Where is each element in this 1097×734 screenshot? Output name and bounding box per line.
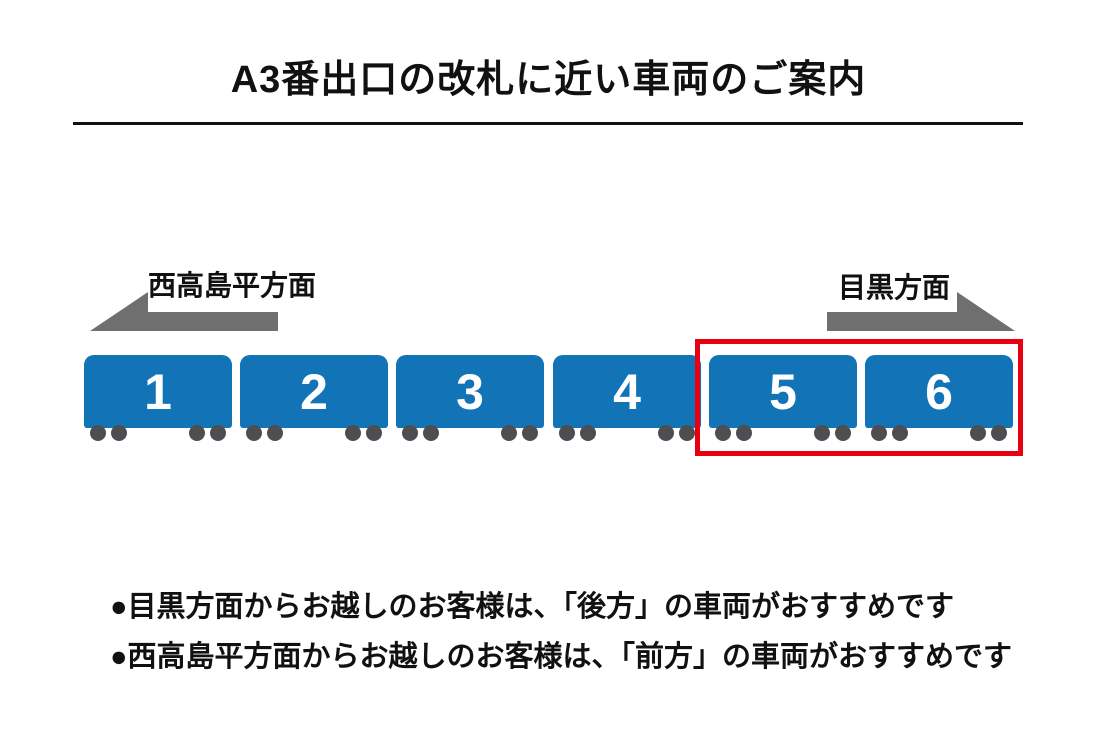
train-car-6: 6 [865, 355, 1013, 441]
train-car-2: 2 [240, 355, 388, 441]
wheel-icon [871, 425, 887, 441]
note-meguro-direction: ●目黒方面からお越しのお客様は、「後方」の車両がおすすめです [110, 591, 955, 623]
wheel-icon [210, 425, 226, 441]
train-car-5: 5 [709, 355, 857, 441]
wheel-icon [559, 425, 575, 441]
direction-label-meguro: 目黒方面 [838, 272, 951, 303]
wheel-icon [991, 425, 1007, 441]
recommendation-notes: ●目黒方面からお越しのお客様は、「後方」の車両がおすすめです ●西高島平方面から… [110, 582, 1050, 682]
wheel-icon [835, 425, 851, 441]
car-number: 1 [144, 363, 172, 420]
car-number: 2 [300, 363, 328, 420]
wheel-icon [111, 425, 127, 441]
wheel-icon [345, 425, 361, 441]
wheel-icon [814, 425, 830, 441]
wheel-icon [522, 425, 538, 441]
wheel-icon [736, 425, 752, 441]
car-number: 5 [769, 363, 797, 420]
wheel-icon [892, 425, 908, 441]
wheel-icon [366, 425, 382, 441]
direction-label-nishi-takashimadaira: 西高島平方面 [148, 270, 317, 301]
highlighted-cars-outline [695, 339, 1023, 456]
car-number: 3 [456, 363, 484, 420]
wheel-icon [501, 425, 517, 441]
car-number: 4 [613, 363, 641, 420]
wheel-icon [658, 425, 674, 441]
train-car-4: 4 [553, 355, 701, 441]
wheel-icon [679, 425, 695, 441]
train-diagram: 1 2 3 4 5 6 [0, 355, 1097, 445]
wheel-icon [423, 425, 439, 441]
wheel-icon [90, 425, 106, 441]
wheel-icon [267, 425, 283, 441]
wheel-icon [402, 425, 418, 441]
wheel-icon [246, 425, 262, 441]
wheel-icon [715, 425, 731, 441]
car-number: 6 [925, 363, 953, 420]
train-car-3: 3 [396, 355, 544, 441]
train-car-1: 1 [84, 355, 232, 441]
wheel-icon [970, 425, 986, 441]
arrow-right-icon [827, 292, 1015, 331]
page-title: A3番出口の改札に近い車両のご案内 [230, 59, 867, 101]
title-divider [73, 122, 1023, 125]
wheel-icon [580, 425, 596, 441]
wheel-icon [189, 425, 205, 441]
note-nishi-takashimadaira-direction: ●西高島平方面からお越しのお客様は、「前方」の車両がおすすめです [110, 641, 1013, 673]
arrow-left-icon [90, 292, 278, 331]
